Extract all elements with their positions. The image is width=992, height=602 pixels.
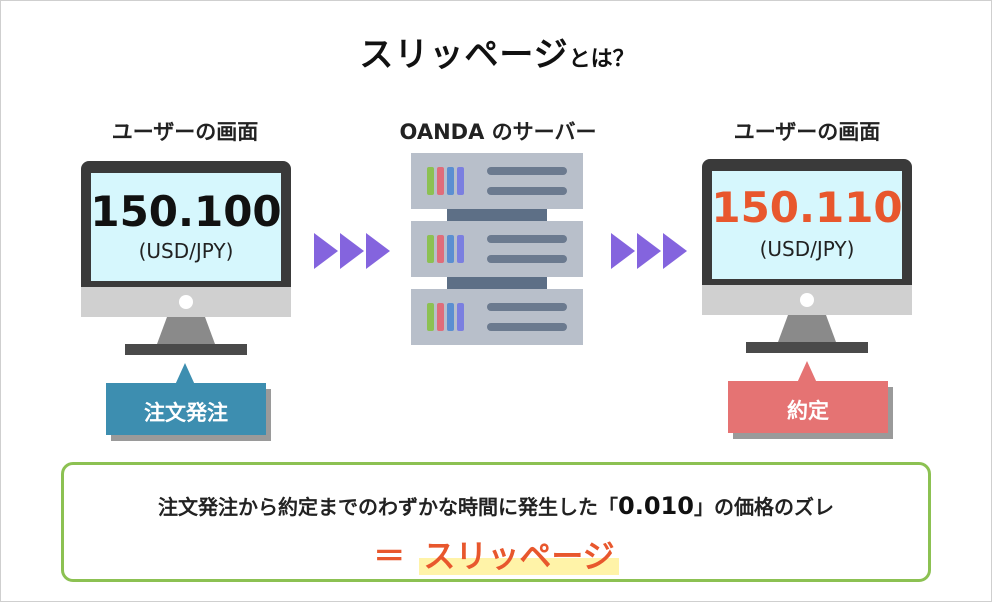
- monitor-graphic: [702, 159, 912, 353]
- summary-box: 注文発注から約定までのわずかな時間に発生した「0.010」の価格のズレ ＝ スリッ…: [61, 462, 931, 582]
- summary-conclusion: ＝ スリッページ: [64, 531, 928, 577]
- left-pair: (USD/JPY): [138, 239, 234, 263]
- left-price: 150.100: [90, 187, 282, 236]
- equals-sign: ＝: [373, 537, 406, 575]
- order-bubble: 注文発注: [101, 363, 271, 441]
- summary-definition: 注文発注から約定までのわずかな時間に発生した「0.010」の価格のズレ: [64, 491, 928, 520]
- monitor-graphic: [81, 161, 291, 355]
- slippage-term: スリッページ: [419, 537, 619, 575]
- page-title: スリッページとは？: [1, 27, 992, 76]
- order-bubble-text: 注文発注: [144, 401, 228, 425]
- summary-text-pre: 注文発注から約定までのわずかな時間に発生した「: [158, 495, 619, 519]
- left-monitor: 150.100 (USD/JPY): [81, 161, 291, 361]
- server-icon: [411, 153, 583, 345]
- arrows-right-icon: [611, 233, 687, 269]
- title-suffix: とは？: [568, 47, 635, 72]
- left-screen-label: ユーザーの画面: [111, 120, 259, 144]
- fill-bubble: 約定: [723, 361, 893, 439]
- server-label: OANDA のサーバー: [399, 120, 597, 144]
- title-main: スリッページ: [359, 35, 569, 75]
- fill-bubble-text: 約定: [787, 399, 829, 423]
- price-diff: 0.010: [618, 492, 694, 520]
- right-pair: (USD/JPY): [759, 237, 855, 261]
- arrows-right-icon: [314, 233, 390, 269]
- right-price: 150.110: [711, 183, 903, 232]
- right-monitor: 150.110 (USD/JPY): [702, 159, 912, 359]
- right-screen-label: ユーザーの画面: [733, 120, 881, 144]
- summary-text-post: 」の価格のズレ: [693, 495, 834, 519]
